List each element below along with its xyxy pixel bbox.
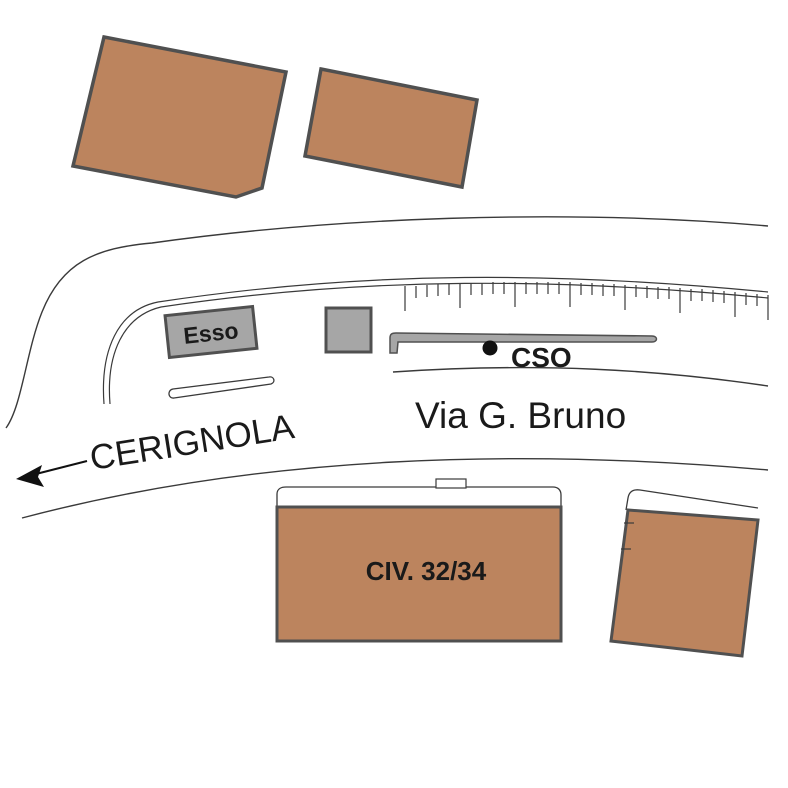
kiosk-square	[324, 306, 373, 354]
building-body-right	[609, 508, 760, 658]
cso-label: CSO	[511, 342, 572, 373]
road-edge-south	[21, 457, 769, 519]
esso-label: Esso	[182, 317, 239, 349]
building-body	[275, 505, 563, 643]
building-civ-32-34: CIV. 32/34	[275, 478, 563, 643]
direction-label: CERIGNOLA	[87, 407, 297, 478]
service-lane-edge	[392, 366, 769, 387]
bench-barrier	[389, 332, 658, 354]
parking-tick-marks	[404, 282, 769, 320]
road-edge-outer-north	[5, 216, 769, 429]
location-dot-icon	[482, 340, 498, 356]
arrow-left-icon	[16, 460, 88, 487]
esso-station-sign	[163, 304, 259, 360]
station-curb-outer	[102, 276, 769, 405]
building-bottom-right	[609, 489, 760, 658]
building-setback-outline	[276, 486, 562, 507]
building-entrance-step	[435, 478, 467, 489]
building-top-left	[70, 34, 289, 199]
building-top-center	[302, 66, 480, 190]
building-setback-outline-right	[625, 489, 759, 511]
street-name-label: Via G. Bruno	[415, 395, 626, 436]
traffic-island	[168, 376, 275, 399]
building-number-label: CIV. 32/34	[366, 556, 487, 586]
